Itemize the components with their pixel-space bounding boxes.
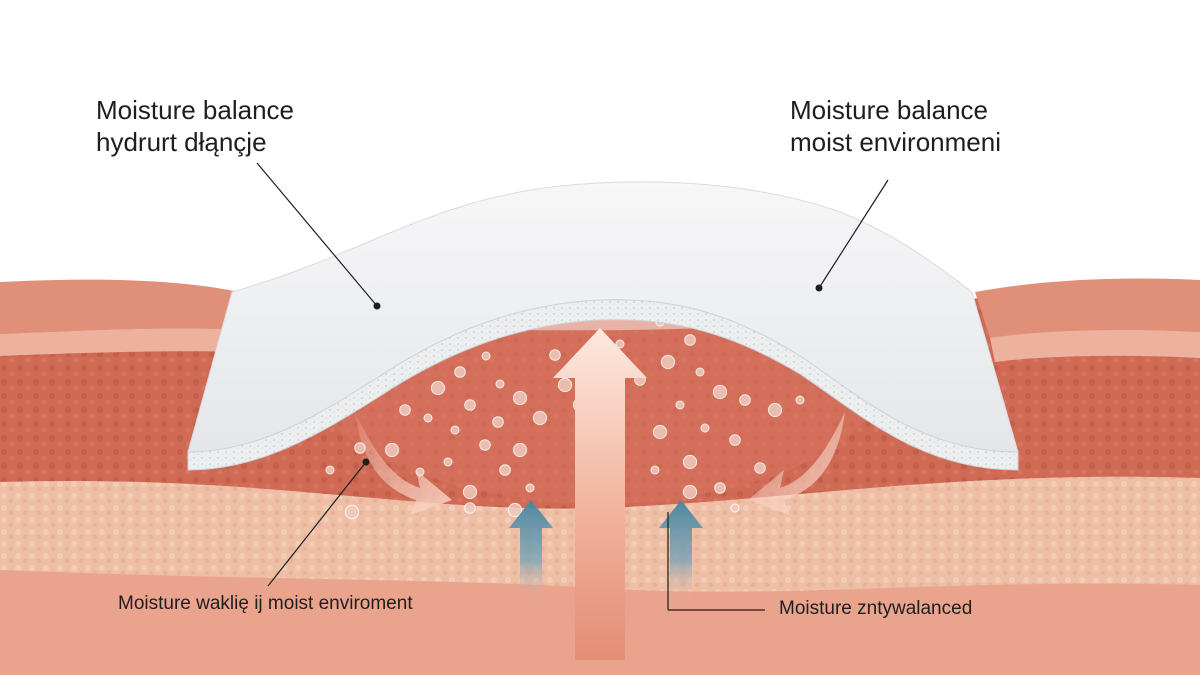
droplet xyxy=(682,484,698,500)
droplet xyxy=(615,339,625,349)
leader-line-bottom-left xyxy=(267,461,367,587)
droplet xyxy=(767,402,783,418)
label-top-right: Moisture balance moist environmeni xyxy=(790,95,1001,158)
dressing xyxy=(187,181,1019,471)
leader-dot-bottom-left xyxy=(362,458,370,466)
blue-arrow-left xyxy=(509,500,553,600)
epidermis-left xyxy=(0,279,240,334)
label-top-left-line1: Moisture balance xyxy=(96,95,294,125)
droplet xyxy=(399,404,411,416)
droplet xyxy=(660,354,676,370)
droplet xyxy=(443,457,453,467)
leader-line-top-right xyxy=(818,179,889,289)
label-bottom-right: Moisture zntywalanced xyxy=(779,598,973,619)
droplet xyxy=(495,379,505,389)
epidermis-left-band xyxy=(0,328,240,356)
droplet xyxy=(729,434,741,446)
droplet xyxy=(423,413,433,423)
droplet xyxy=(700,423,710,433)
droplet xyxy=(479,439,491,451)
droplet xyxy=(499,464,511,476)
label-top-left-line2: hydrurt dłąnçje xyxy=(96,126,267,157)
blue-arrow-right xyxy=(659,500,703,600)
droplet xyxy=(430,380,446,396)
leader-dot-top-left xyxy=(373,302,381,310)
droplet xyxy=(507,502,523,518)
droplet xyxy=(549,349,561,361)
droplet xyxy=(754,462,766,474)
curved-arrow-right xyxy=(748,412,845,515)
droplet xyxy=(714,482,726,494)
droplet xyxy=(512,390,528,406)
label-bottom-left: Moisture waklię ij moist enviroment xyxy=(118,593,413,614)
droplet xyxy=(454,366,466,378)
droplet xyxy=(481,351,491,361)
droplet xyxy=(684,334,696,346)
droplet xyxy=(557,377,573,393)
droplet xyxy=(464,399,476,411)
droplet xyxy=(532,410,548,426)
leader-dot-top-right xyxy=(815,284,823,292)
droplet xyxy=(384,442,400,458)
label-top-left: Moisture balance hydrurt dłąnçje xyxy=(96,95,294,158)
dressing-edge-texture xyxy=(188,299,1018,470)
droplet xyxy=(682,454,698,470)
droplet xyxy=(492,416,504,428)
droplet xyxy=(712,384,728,400)
droplet xyxy=(512,442,528,458)
droplet xyxy=(462,484,478,500)
label-top-right-line1: Moisture balance xyxy=(790,95,988,125)
curved-arrow-left xyxy=(355,412,452,515)
droplet xyxy=(795,395,805,405)
droplet xyxy=(730,503,740,513)
droplet xyxy=(652,424,668,440)
label-top-right-line2: moist environmeni xyxy=(790,126,1001,157)
droplet xyxy=(325,465,335,475)
moisture-droplets xyxy=(325,317,805,520)
epidermis-right-band xyxy=(990,330,1200,362)
droplet xyxy=(525,483,535,493)
droplet xyxy=(650,465,660,475)
leader-line-top-left xyxy=(256,162,378,307)
droplet xyxy=(695,367,705,377)
droplet xyxy=(344,504,360,520)
droplet xyxy=(675,400,685,410)
central-upward-arrow xyxy=(553,328,647,660)
droplet xyxy=(464,502,476,514)
droplet xyxy=(739,394,751,406)
droplet xyxy=(450,425,460,435)
epidermis-right xyxy=(975,278,1200,338)
